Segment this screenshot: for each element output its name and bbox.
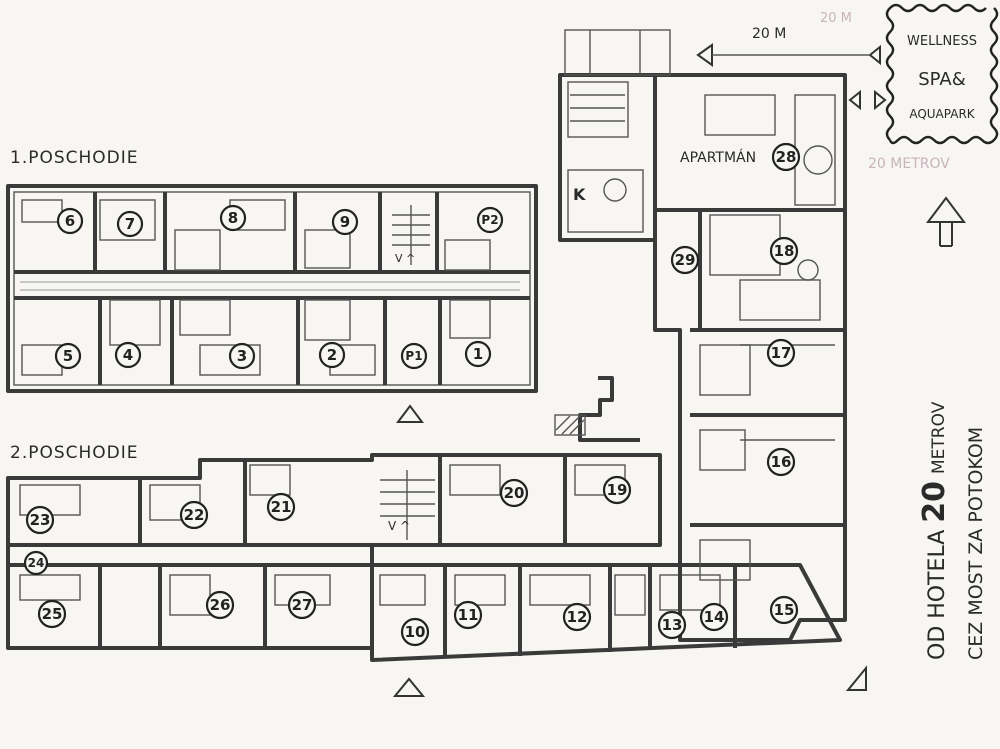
svg-text:OD HOTELA 20 METRO: OD HOTELA 20 METROV [917,401,952,660]
room-29: 29 [670,245,700,275]
room-21: 21 [266,492,296,522]
room-15: 15 [769,595,799,625]
svg-text:4: 4 [123,346,133,364]
second-floor-label: 2.POSCHODIE [10,443,139,463]
room-19: 19 [602,475,632,505]
svg-text:17: 17 [771,344,792,362]
svg-text:16: 16 [771,453,792,471]
stairs-first-floor [392,205,430,265]
svg-text:22: 22 [184,506,205,524]
entrance-arrow-first-floor [396,404,424,423]
first-floor-block [6,184,538,393]
room-2: 2 [318,341,346,369]
room-p2: P2 [476,206,504,234]
room-markers: 6 7 8 9 P2 5 4 3 2 P1 1 23 22 21 20 19 2… [23,142,801,647]
room-13: 13 [657,610,687,640]
svg-text:11: 11 [458,606,479,624]
svg-text:14: 14 [704,608,725,626]
svg-text:P2: P2 [481,213,498,227]
side-text-line2: CEZ MOST ZA POTOKOM [965,427,987,660]
stairs-mark-2: V ^ [388,519,410,533]
side-text-big: 20 [917,481,952,523]
second-floor-block [6,453,842,662]
room-7: 7 [116,210,144,238]
svg-text:29: 29 [675,251,696,269]
room-17: 17 [766,338,796,368]
svg-text:21: 21 [271,498,292,516]
kitchen-label: K [573,185,586,204]
svg-text:19: 19 [607,481,628,499]
side-text-suffix: METROV [929,401,949,474]
svg-text:23: 23 [30,511,51,529]
apartment-label: APARTMÁN [680,149,756,166]
distance-top: 20 M [752,26,786,42]
room-8: 8 [219,204,247,232]
room-3: 3 [228,342,256,370]
side-text: OD HOTELA 20 METROV [917,401,952,660]
distance-faint-right: 20 METROV [868,156,950,172]
room-9: 9 [331,208,359,236]
wellness-line2: SPA& [918,69,965,90]
room-25: 25 [37,599,67,629]
room-5: 5 [54,342,82,370]
side-text-prefix: OD HOTELA [925,530,950,660]
wellness-line1: WELLNESS [907,34,977,49]
room-14: 14 [699,602,729,632]
room-22: 22 [179,500,209,530]
right-wing [653,73,847,642]
side-text-2: CEZ MOST ZA POTOKOM [965,427,987,660]
room-12: 12 [562,602,592,632]
svg-text:25: 25 [42,605,63,623]
apartment-block [558,29,833,281]
room-24: 24 [23,550,49,576]
svg-text:5: 5 [63,347,73,365]
north-arrow-icon [926,196,966,247]
room-16: 16 [766,447,796,477]
entrance-arrow-second-floor [392,677,426,697]
arrow-left-top [696,43,713,67]
svg-text:15: 15 [774,601,795,619]
svg-text:P1: P1 [405,349,422,363]
room-23: 23 [25,505,55,535]
distance-faint-top: 20 M [820,11,852,26]
first-floor-label: 1.POSCHODIE [10,148,139,168]
arrow-left-mid [874,89,887,111]
svg-text:2: 2 [327,346,337,364]
arrow-right-mid [848,89,861,111]
svg-text:12: 12 [567,608,588,626]
room-20: 20 [499,478,529,508]
room-28: 28 [771,142,801,172]
stairs-second-floor [380,470,435,540]
room-26: 26 [205,590,235,620]
room-p1: P1 [400,342,428,370]
svg-text:27: 27 [292,596,313,614]
room-18: 18 [769,236,799,266]
room-11: 11 [453,600,483,630]
svg-text:18: 18 [774,242,795,260]
room-4: 4 [114,341,142,369]
svg-text:13: 13 [662,616,683,634]
svg-text:10: 10 [405,623,426,641]
room-27: 27 [287,590,317,620]
connector [554,376,640,442]
arrow-right-top [868,44,881,66]
svg-text:7: 7 [125,215,135,233]
stairs-mark-1: V ^ [395,252,415,265]
svg-text:28: 28 [776,148,797,166]
wellness-box [885,3,999,145]
svg-text:24: 24 [28,556,45,570]
room-6: 6 [56,207,84,235]
svg-text:26: 26 [210,596,231,614]
svg-text:9: 9 [340,213,350,231]
wellness-line3: AQUAPARK [909,107,975,121]
svg-text:6: 6 [65,212,75,230]
room-10: 10 [400,617,430,647]
svg-text:3: 3 [237,347,247,365]
entrance-arrow-corner [845,665,867,691]
svg-text:20: 20 [504,484,525,502]
svg-text:8: 8 [228,209,238,227]
room-1: 1 [464,340,492,368]
svg-text:1: 1 [473,345,483,363]
